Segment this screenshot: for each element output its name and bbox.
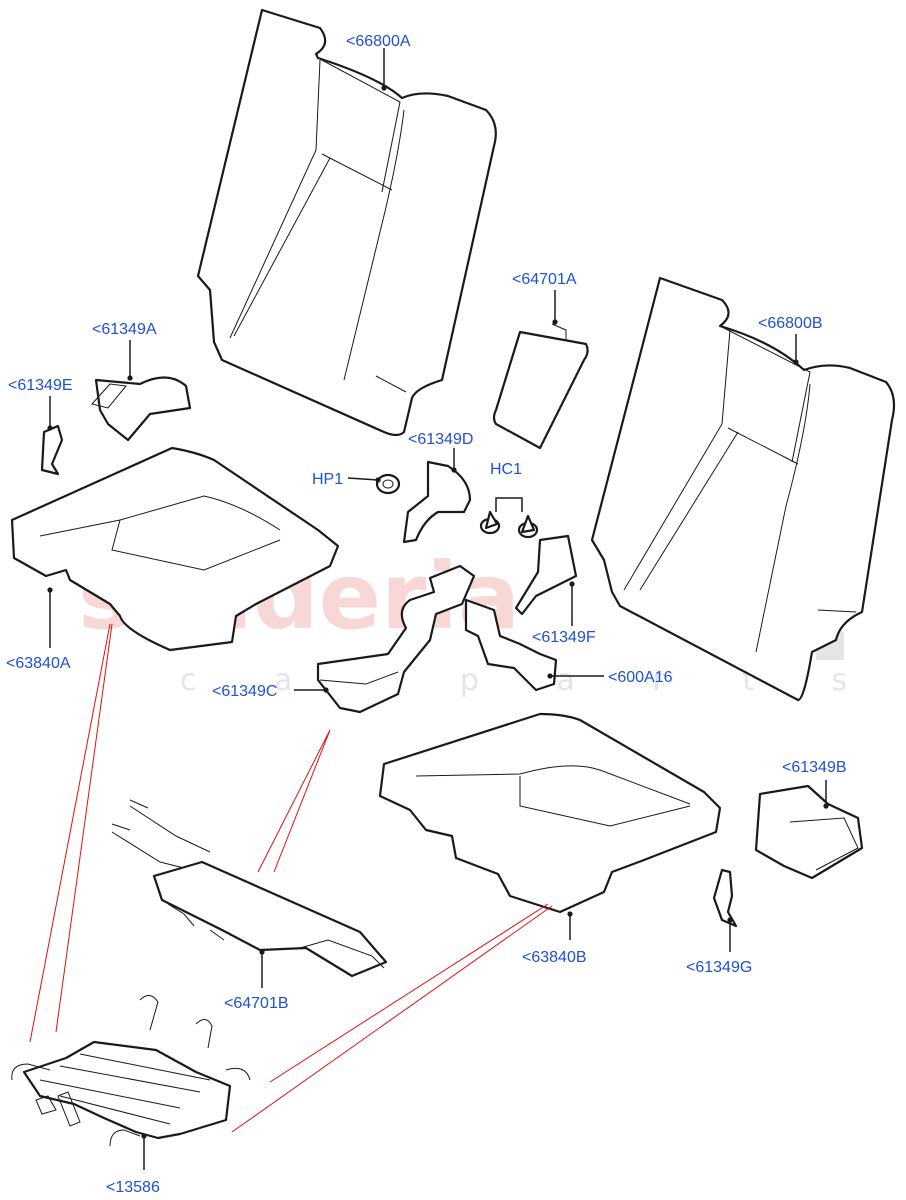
seat-back-66800a [196,8,497,437]
callout-61349f: <61349F [532,629,596,646]
armrest-frame-64701b [111,799,388,978]
callout-61349b: <61349B [782,759,847,776]
callout-61349g: <61349G [686,959,752,976]
callout-hc1: HC1 [490,461,522,478]
reference-lines [29,623,553,1133]
support-61349c [316,564,476,714]
callout-61349d: <61349D [408,431,473,448]
cushion-63840a [10,446,340,652]
cushion-63840b [378,712,722,914]
callout-64701a: <64701A [512,271,577,288]
callout-13586: <13586 [106,1179,160,1196]
callout-63840a: <63840A [6,655,71,672]
callout-63840b: <63840B [522,949,587,966]
leader-lines [49,48,827,1170]
bracket-61349a [91,376,192,442]
spring-mat-13586 [11,995,251,1147]
trim-61349g [712,868,738,928]
callout-61349a: <61349A [92,321,157,338]
callout-61349c: <61349C [212,683,277,700]
callout-hp1: HP1 [312,471,343,488]
seat-back-66800b [590,276,896,702]
callout-66800a: <66800A [346,33,411,50]
bracket-600a16 [464,598,558,692]
leader-dots [47,85,829,1139]
pin-hp1 [375,473,401,495]
armrest-64701a [492,323,589,450]
bracket-61349f [514,534,578,616]
callout-64701b: <64701B [224,995,289,1012]
bracket-61349d [402,460,472,544]
callout-600a16: <600A16 [608,669,673,686]
clips-hc1 [479,510,539,539]
callout-61349e: <61349E [8,377,73,394]
callout-labels: <66800A <66800B <64701A <61349A <61349E … [6,33,847,1196]
trim-61349e [40,424,64,476]
bracket-61349b [754,784,864,880]
callout-66800b: <66800B [758,315,823,332]
